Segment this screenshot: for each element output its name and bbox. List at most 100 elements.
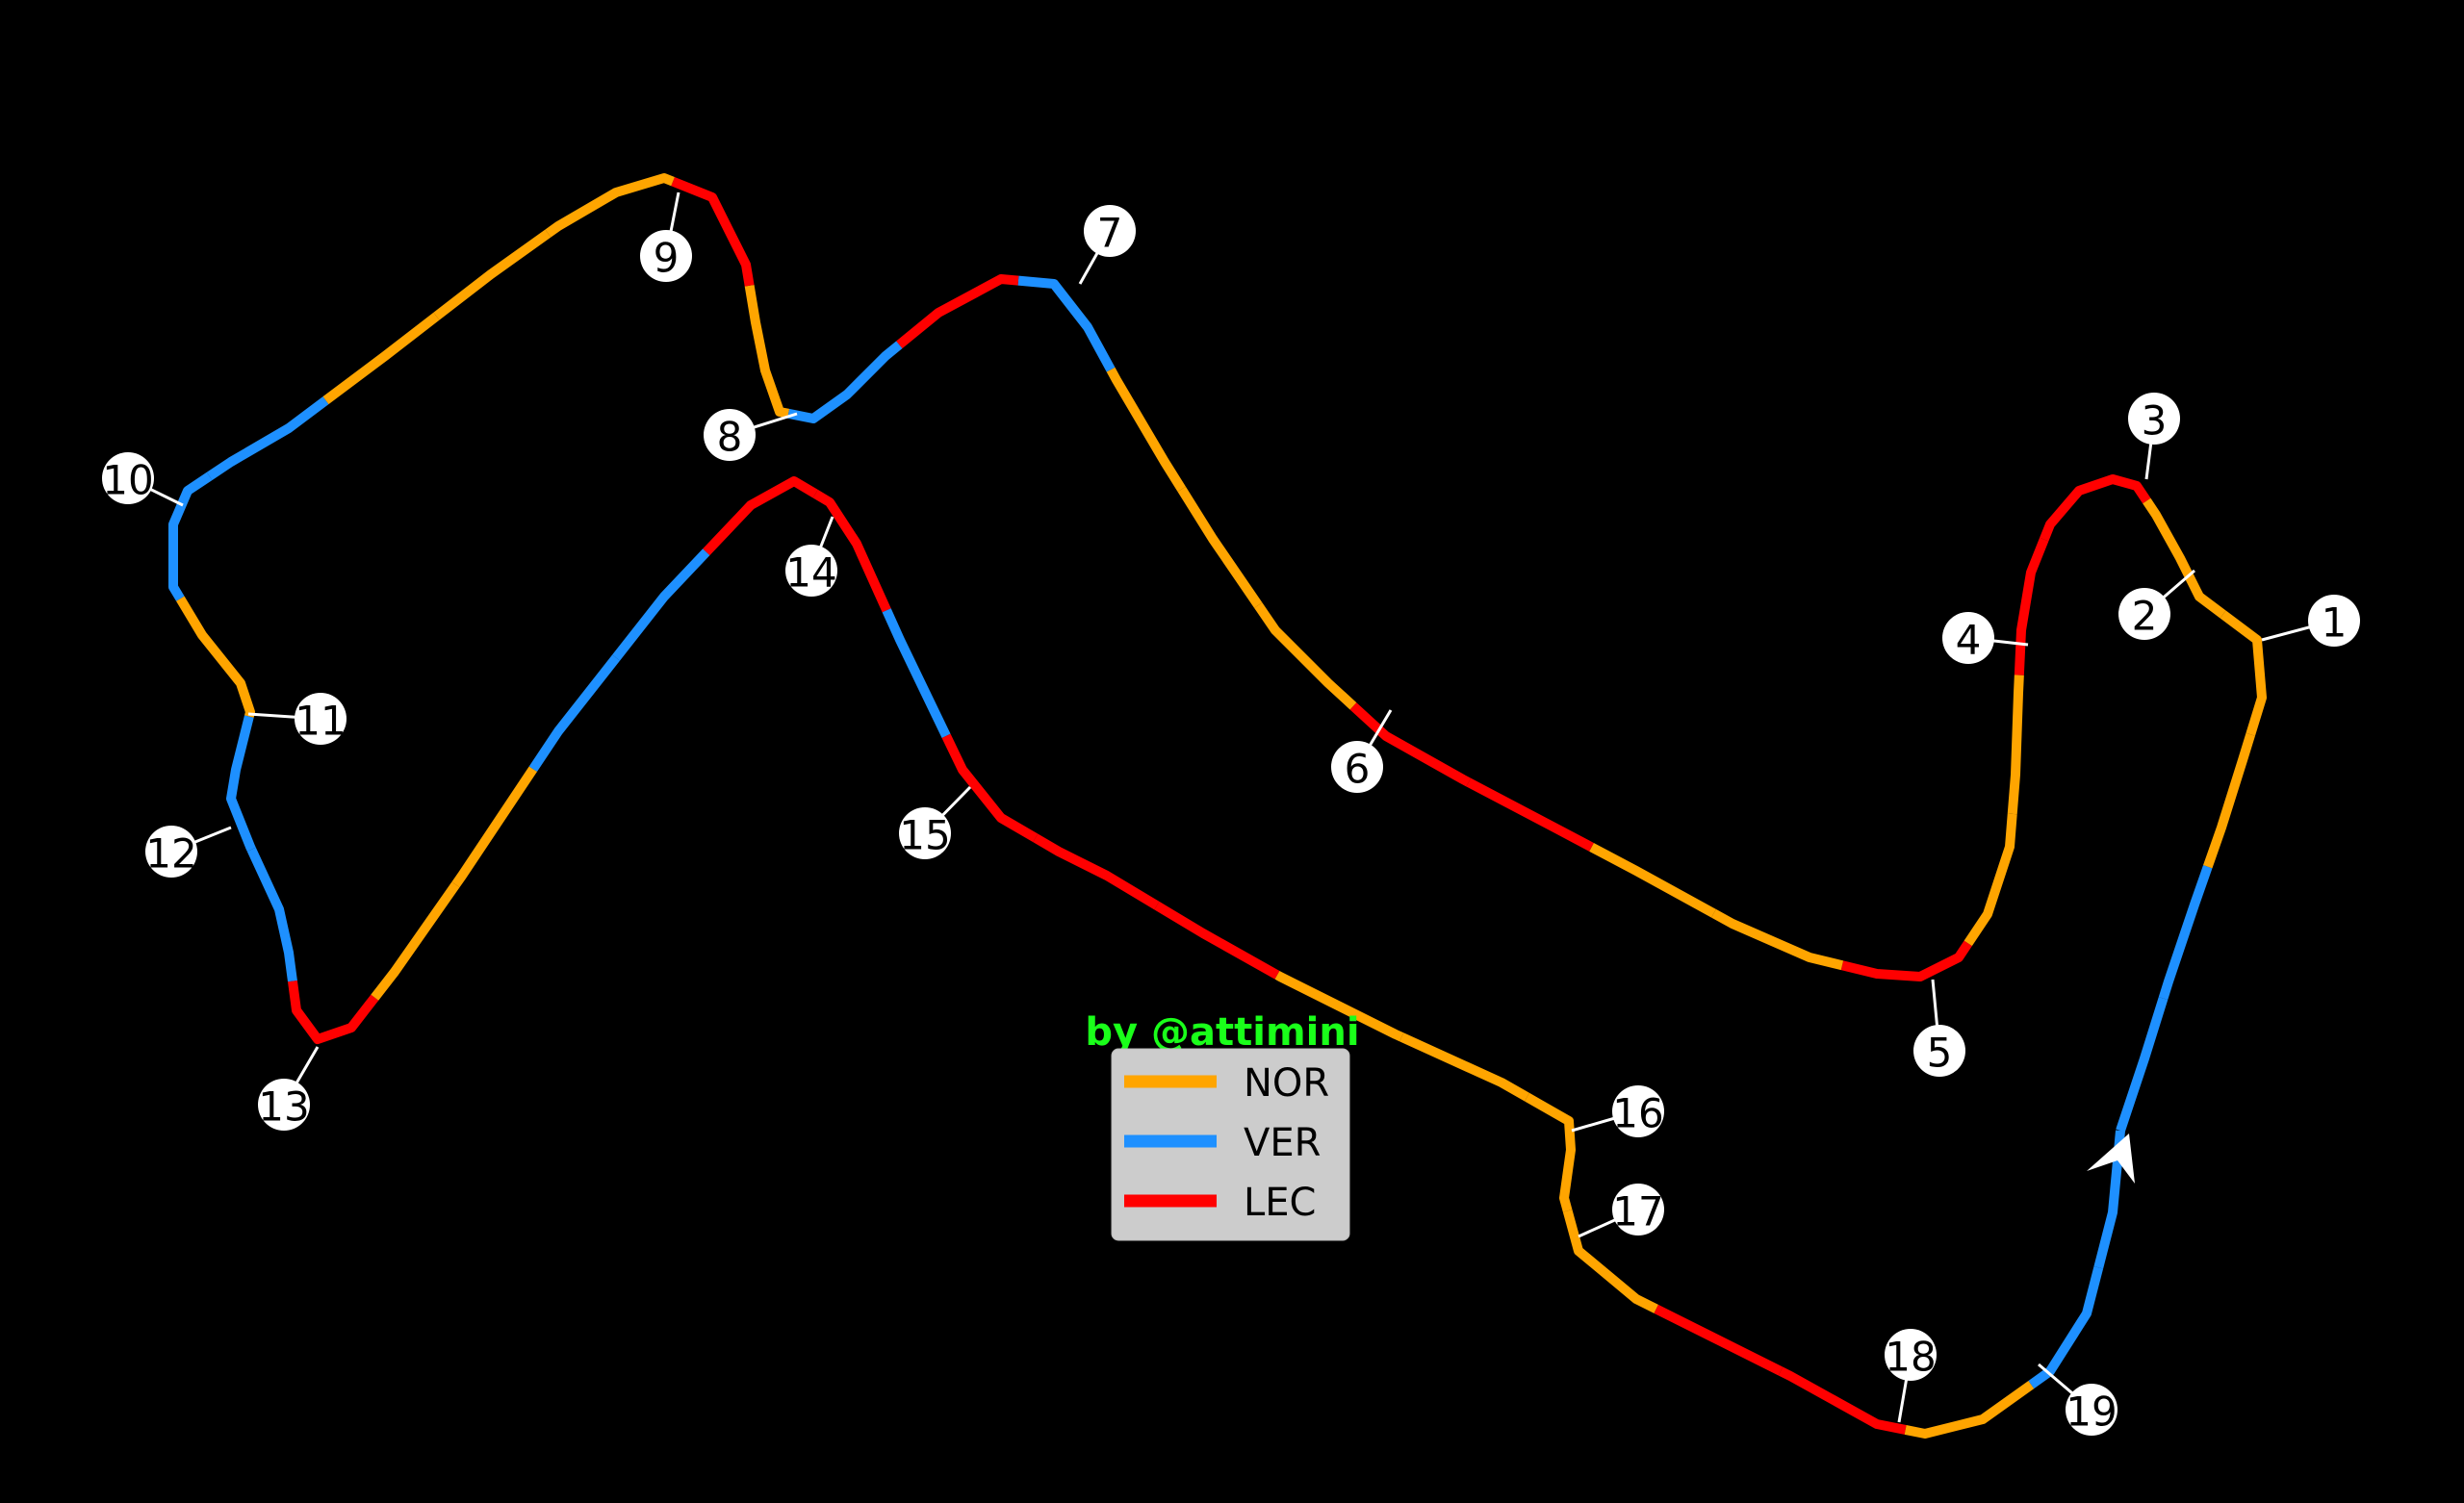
track-minisector-17 xyxy=(1106,367,1186,493)
legend-entry-ver: VER xyxy=(1124,1121,1321,1165)
track-minisector-35 xyxy=(612,548,710,661)
corner-marker-12: 12 xyxy=(145,826,197,878)
corner-marker-3: 3 xyxy=(2128,393,2180,445)
corner-circle xyxy=(2118,588,2170,640)
corner-marker-6: 6 xyxy=(1331,741,1383,793)
track-minisector-13 xyxy=(1466,777,1594,852)
arrow-icon xyxy=(2087,1134,2135,1184)
track-minisector-39 xyxy=(941,733,1039,843)
track-layout xyxy=(168,173,2267,1439)
track-minisector-37 xyxy=(812,489,891,613)
track-minisector-49 xyxy=(2028,1265,2104,1389)
track-minisector-24 xyxy=(433,229,552,320)
track-minisector-40 xyxy=(1033,833,1160,910)
corner-number: 4 xyxy=(1956,617,1982,664)
track-minisector-38 xyxy=(882,608,951,738)
legend-label: NOR xyxy=(1244,1061,1329,1106)
corner-marker-7: 7 xyxy=(1084,205,1136,257)
corner-circle xyxy=(1885,1329,1937,1381)
track-minisector-16 xyxy=(1177,486,1263,608)
legend: NOR VER LEC xyxy=(1111,1048,1350,1241)
track-minisector-4 xyxy=(2220,610,2267,736)
legend-label: VER xyxy=(1244,1121,1321,1165)
corner-number: 18 xyxy=(1885,1334,1936,1381)
corner-circle xyxy=(145,826,197,878)
credit-text: by @attimini xyxy=(1085,1010,1359,1055)
corner-circle xyxy=(1612,1184,1664,1236)
corner-circle xyxy=(1331,741,1383,793)
corner-circle xyxy=(1942,612,1994,664)
corner-circle xyxy=(899,807,951,859)
corner-marker-16: 16 xyxy=(1612,1085,1664,1137)
corner-number: 11 xyxy=(295,698,346,745)
corner-marker-9: 9 xyxy=(640,230,692,282)
corner-number: 17 xyxy=(1612,1188,1663,1236)
corner-marker-1: 1 xyxy=(2308,595,2360,647)
track-minisector-32 xyxy=(371,881,460,1001)
corner-circle xyxy=(2066,1384,2118,1436)
corner-marker-2: 2 xyxy=(2118,588,2170,640)
track-minisector-21 xyxy=(744,285,790,419)
track-minisector-11 xyxy=(1711,908,1844,971)
corner-circle xyxy=(1084,205,1136,257)
corner-marker-4: 4 xyxy=(1942,612,1994,664)
corner-number: 13 xyxy=(258,1083,309,1131)
corner-number: 5 xyxy=(1927,1030,1953,1077)
track-minisector-9 xyxy=(1964,813,2017,947)
corner-number: 14 xyxy=(785,549,836,597)
corner-circle xyxy=(2128,393,2180,445)
track-minisector-5 xyxy=(2143,497,2226,619)
track-minisector-33 xyxy=(451,766,537,888)
track-minisector-20 xyxy=(787,341,903,423)
corner-number: 16 xyxy=(1612,1090,1663,1137)
track-minisector-34 xyxy=(528,654,621,773)
track-minisector-15 xyxy=(1254,602,1357,710)
corner-marker-5: 5 xyxy=(1913,1025,1965,1077)
corner-circle xyxy=(2308,595,2360,647)
track-minisector-23 xyxy=(545,173,675,238)
track-minisector-46 xyxy=(1654,1304,1784,1376)
track-minisector-6 xyxy=(2040,474,2151,542)
corner-circle xyxy=(704,409,756,461)
corner-marker-19: 19 xyxy=(2066,1384,2118,1436)
track-minisector-26 xyxy=(206,396,329,481)
track-minisector-2 xyxy=(2158,865,2213,1001)
corner-number: 6 xyxy=(1345,746,1371,793)
track-minisector-22 xyxy=(671,176,755,287)
corner-number: 7 xyxy=(1097,210,1123,257)
corner-circle xyxy=(258,1079,310,1131)
track-minisector-48 xyxy=(1904,1380,2035,1439)
corner-circle xyxy=(295,693,346,745)
track-minisector-19 xyxy=(896,274,1019,349)
track-minisector-18 xyxy=(1017,275,1116,372)
corner-circle xyxy=(1612,1085,1664,1137)
track-minisector-29 xyxy=(226,715,256,852)
track-minisector-3 xyxy=(2203,732,2256,869)
track-minisector-12 xyxy=(1589,842,1716,918)
corner-number: 12 xyxy=(145,830,196,878)
track-minisector-44 xyxy=(1525,1092,1576,1212)
corner-marker-13: 13 xyxy=(258,1079,310,1131)
track-minisector-41 xyxy=(1154,901,1280,980)
corner-marker-11: 11 xyxy=(295,693,346,745)
track-minisector-30 xyxy=(246,847,297,982)
corner-circle xyxy=(785,545,837,597)
corner-marker-10: 10 xyxy=(102,452,154,504)
track-minisector-27 xyxy=(168,471,213,601)
corner-circle xyxy=(1913,1025,1965,1077)
corner-number: 19 xyxy=(2066,1388,2117,1436)
corner-circle xyxy=(102,452,154,504)
corner-marker-15: 15 xyxy=(899,807,951,859)
track-minisector-10 xyxy=(1840,940,1972,981)
corner-number: 2 xyxy=(2132,593,2158,640)
legend-entry-lec: LEC xyxy=(1124,1181,1317,1225)
corner-marker-17: 17 xyxy=(1612,1184,1664,1236)
corner-number: 8 xyxy=(717,414,743,461)
corner-number: 15 xyxy=(899,812,950,859)
track-minisector-45 xyxy=(1562,1209,1658,1313)
track-minisector-31 xyxy=(287,980,379,1044)
track-minisector-14 xyxy=(1349,702,1472,787)
